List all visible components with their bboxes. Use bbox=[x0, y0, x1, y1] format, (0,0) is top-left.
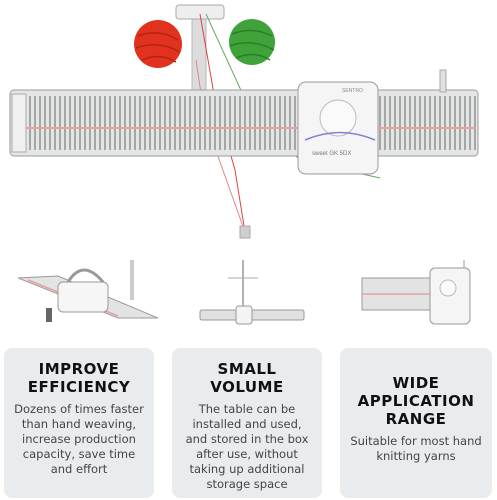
feature-card-range: WIDE APPLICATION RANGE Suitable for most… bbox=[340, 348, 492, 498]
feature-title: WIDE APPLICATION RANGE bbox=[357, 374, 475, 428]
yarn-mast bbox=[191, 7, 207, 99]
knitting-machine-image: sweet GK 5DX SENTRO bbox=[9, 4, 479, 239]
yarn-guide-top bbox=[175, 4, 225, 20]
red-yarn-ball bbox=[134, 20, 182, 68]
needle-bed-closeup-image bbox=[361, 260, 471, 325]
feature-body: Dozens of times faster than hand weaving… bbox=[14, 402, 144, 476]
feature-card-efficiency: IMPROVE EFFICIENCY Dozens of times faste… bbox=[4, 348, 154, 498]
green-yarn-ball bbox=[229, 19, 275, 65]
feature-title: IMPROVE EFFICIENCY bbox=[27, 360, 131, 396]
carriage-closeup-image bbox=[18, 260, 158, 322]
svg-text:sweet GK 5DX: sweet GK 5DX bbox=[312, 151, 351, 157]
feature-title: SMALL VOLUME bbox=[210, 360, 284, 396]
feature-body: Suitable for most hand knitting yarns bbox=[350, 434, 482, 463]
machine-folded-image bbox=[199, 260, 305, 325]
feature-body: The table can be installed and used, and… bbox=[185, 402, 309, 491]
feature-card-volume: SMALL VOLUME The table can be installed … bbox=[172, 348, 322, 498]
svg-text:SENTRO: SENTRO bbox=[342, 88, 363, 94]
